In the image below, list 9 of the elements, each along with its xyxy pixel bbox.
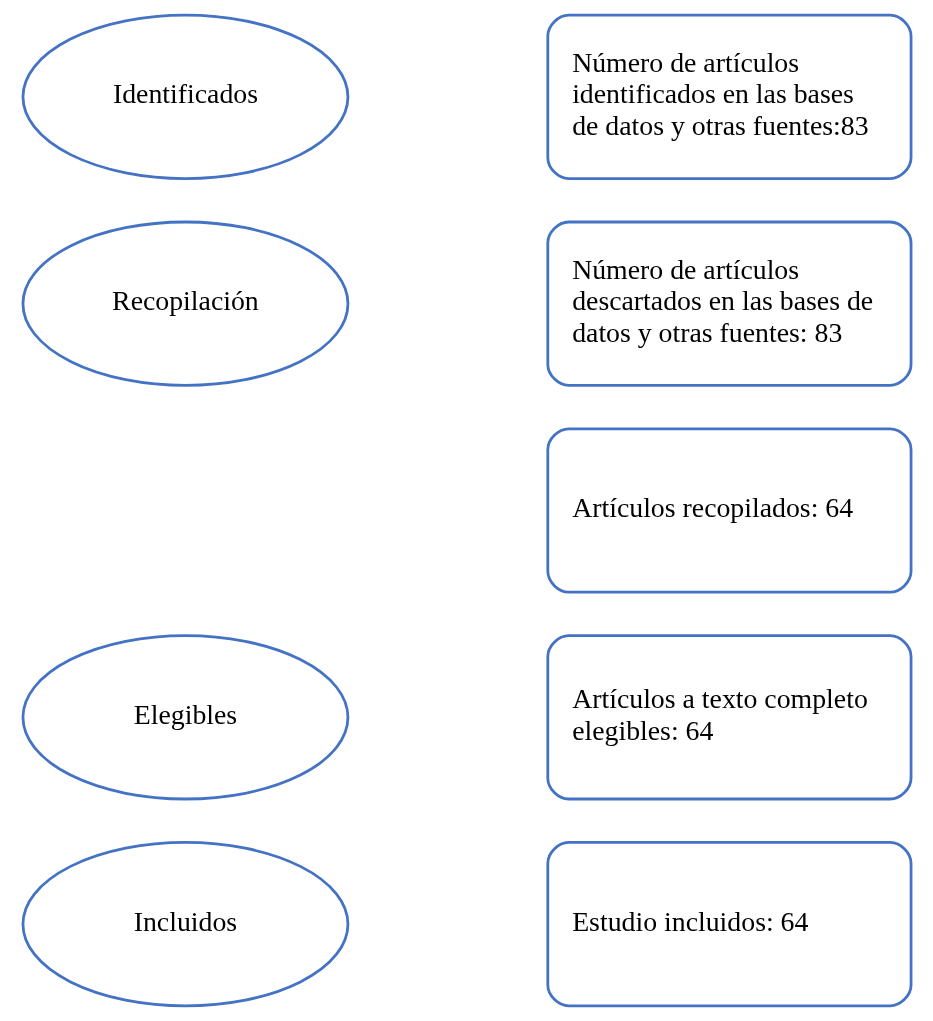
- node-box: Estudio incluidos: 64: [545, 841, 912, 1008]
- node-box: Número de artículos identificados en las bases de datos y otras fuentes:83: [545, 13, 912, 180]
- node-ellipse: Recopilación: [21, 220, 349, 387]
- node-ellipse: Elegibles: [21, 634, 349, 801]
- node-box: Artículos a texto completo elegibles: 64: [545, 634, 912, 801]
- node-box: Número de artículos descartados en las bases de datos y otras fuentes: 83: [545, 220, 912, 387]
- node-ellipse: Identificados: [21, 13, 349, 180]
- node-ellipse: Incluidos: [21, 841, 349, 1008]
- node-box: Artículos recopilados: 64: [545, 427, 912, 594]
